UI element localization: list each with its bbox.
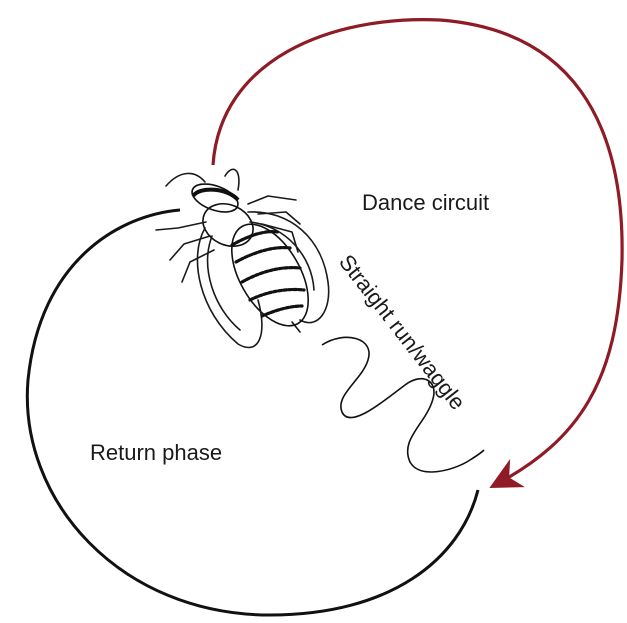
straight-run-label: Straight run/waggle — [334, 250, 470, 415]
dance-circuit-loop — [213, 20, 622, 485]
dance-circuit-label: Dance circuit — [362, 190, 489, 215]
return-phase-label: Return phase — [90, 440, 222, 465]
return-phase-loop — [27, 210, 478, 615]
honeybee-icon — [156, 169, 329, 347]
